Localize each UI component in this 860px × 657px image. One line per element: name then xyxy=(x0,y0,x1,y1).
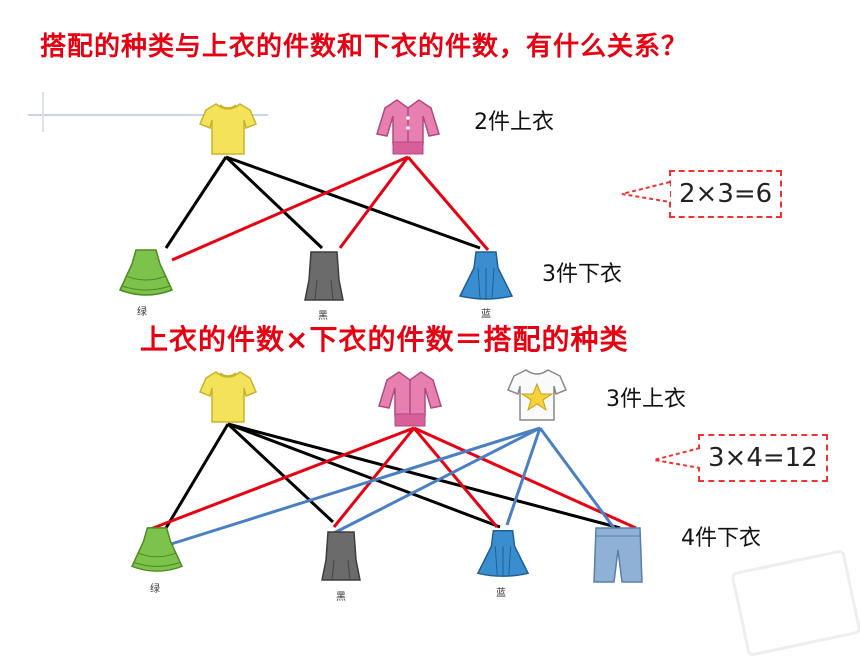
pink-blouse-icon xyxy=(376,99,440,155)
link-yellow-green xyxy=(164,156,228,249)
star-tshirt-icon xyxy=(507,369,567,421)
link-pink-blue xyxy=(406,156,490,251)
gray-skirt-icon xyxy=(321,531,361,581)
callout-pointer xyxy=(621,181,671,203)
example1-lines xyxy=(164,155,490,262)
jeans-icon xyxy=(593,527,643,583)
tops-count-label: 3件上衣 xyxy=(606,387,686,412)
blue-skirt-icon xyxy=(458,251,514,300)
decorative-rule xyxy=(28,114,268,116)
link-yellow-blue xyxy=(225,155,481,250)
blue-skirt-icon xyxy=(476,530,530,578)
caption-black: 黑 xyxy=(318,311,328,322)
green-skirt-icon xyxy=(118,249,174,296)
pink-blouse-icon xyxy=(378,371,442,427)
page-title: 搭配的种类与上衣的件数和下衣的件数，有什么关系？ xyxy=(40,32,689,62)
decorative-rule-vertical xyxy=(42,92,44,132)
yellow-shirt-icon xyxy=(199,371,257,423)
link-pink-gray xyxy=(338,156,410,249)
formula-text: 上衣的件数×下衣的件数＝搭配的种类 xyxy=(140,323,629,356)
gray-skirt-icon xyxy=(304,251,344,301)
green-skirt-icon xyxy=(130,527,184,572)
caption-green: 绿 xyxy=(137,307,147,318)
bottoms-count-label: 3件下衣 xyxy=(542,262,622,287)
link-pink-green xyxy=(171,155,409,262)
callout-pointer xyxy=(653,447,701,469)
example2-lines xyxy=(147,422,637,547)
tops-count-label: 2件上衣 xyxy=(474,110,554,135)
calc-callout: 3×4=12 xyxy=(698,434,828,482)
caption-blue: 蓝 xyxy=(496,588,506,599)
caption-green: 绿 xyxy=(150,584,160,595)
caption-black: 黑 xyxy=(336,592,346,603)
calc-callout: 2×3=6 xyxy=(669,170,783,218)
yellow-shirt-icon xyxy=(199,103,257,155)
caption-blue: 蓝 xyxy=(481,309,491,320)
bottoms-count-label: 4件下衣 xyxy=(681,526,761,551)
link-yellow-gray xyxy=(224,155,324,250)
